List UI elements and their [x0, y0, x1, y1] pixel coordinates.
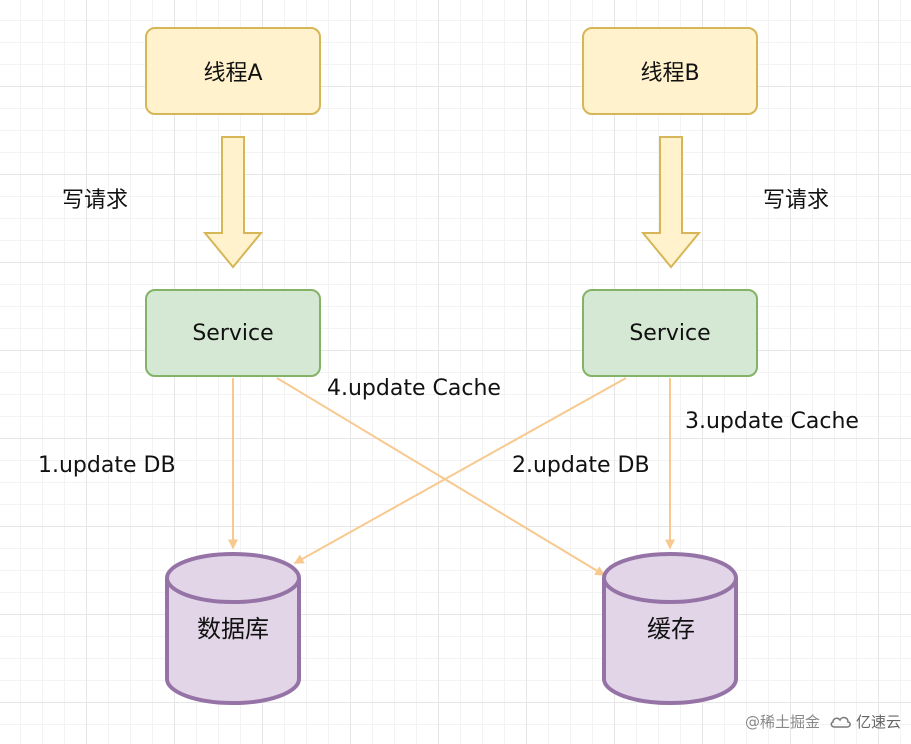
thread-a-box: 线程A [145, 27, 321, 115]
watermark: @稀土掘金 亿速云 [745, 711, 901, 732]
write-arrow-b [640, 136, 702, 269]
service-b-box: Service [582, 289, 758, 377]
cloud-icon [830, 716, 851, 728]
service-a-label: Service [192, 320, 274, 346]
write-request-b-label: 写请求 [763, 188, 830, 213]
service-a-box: Service [145, 289, 321, 377]
write-arrow-a [202, 136, 264, 269]
watermark-right: 亿速云 [828, 711, 901, 732]
step-2-label: 2.update DB [512, 453, 650, 478]
arrow-service-a-to-cache [276, 377, 606, 576]
cache-cylinder [602, 552, 738, 705]
thread-b-box: 线程B [582, 27, 758, 115]
database-label: 数据库 [197, 615, 269, 643]
watermark-left-text: @稀土掘金 [744, 713, 820, 731]
thread-a-label: 线程A [203, 61, 263, 86]
cache-label: 缓存 [647, 615, 695, 643]
database-cylinder [165, 552, 301, 705]
thread-b-label: 线程B [640, 61, 700, 86]
step-4-label: 4.update Cache [327, 376, 501, 401]
step-1-label: 1.update DB [38, 453, 176, 478]
write-request-a-label: 写请求 [62, 188, 129, 213]
watermark-right-text: 亿速云 [855, 713, 901, 731]
service-b-label: Service [629, 320, 711, 346]
step-3-label: 3.update Cache [685, 409, 859, 434]
arrow-service-b-to-db [293, 377, 627, 564]
